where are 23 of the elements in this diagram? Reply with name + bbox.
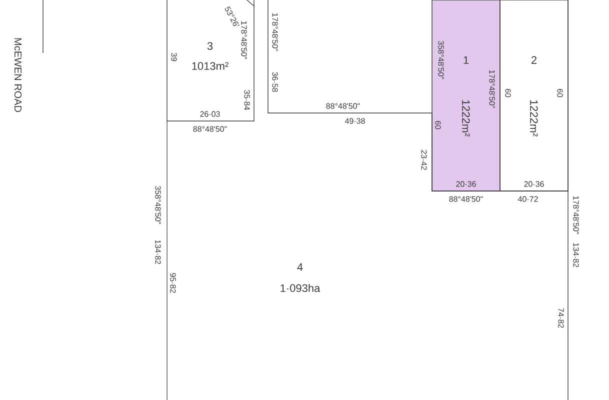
dimension-label: 178°48'50": [573, 196, 579, 234]
dimension-label: 88°48'50": [326, 103, 360, 109]
dimension-label: 20·36: [456, 181, 476, 187]
dimension-label: 39: [171, 52, 177, 62]
dimension-label: 49·38: [344, 118, 365, 124]
dimension-label: 95·82: [170, 273, 176, 293]
road-name: McEWEN ROAD: [14, 38, 22, 112]
dimension-label: 60: [505, 88, 511, 98]
dimension-label: 358°48'50": [438, 40, 444, 79]
dimension-label: 88°48'50": [449, 196, 483, 202]
dimension-label: 35·84: [244, 90, 250, 110]
dimension-label: 178°48'50": [272, 13, 278, 51]
dimension-label: 178°48'50": [241, 21, 247, 59]
dimension-label: 26·03: [200, 111, 220, 117]
dimension-label: 178°48'50": [489, 70, 495, 108]
dimension-label: 60: [557, 88, 563, 98]
dimension-label: 88°48'50": [193, 126, 227, 132]
dimension-label: 23·42: [421, 150, 427, 170]
dimension-label: 74·82: [558, 308, 564, 328]
dimension-label: 20·36: [524, 181, 544, 187]
dimension-label: 36·58: [272, 72, 278, 92]
dimension-label: 60: [435, 120, 441, 130]
dimension-label: 40·72: [518, 196, 538, 202]
